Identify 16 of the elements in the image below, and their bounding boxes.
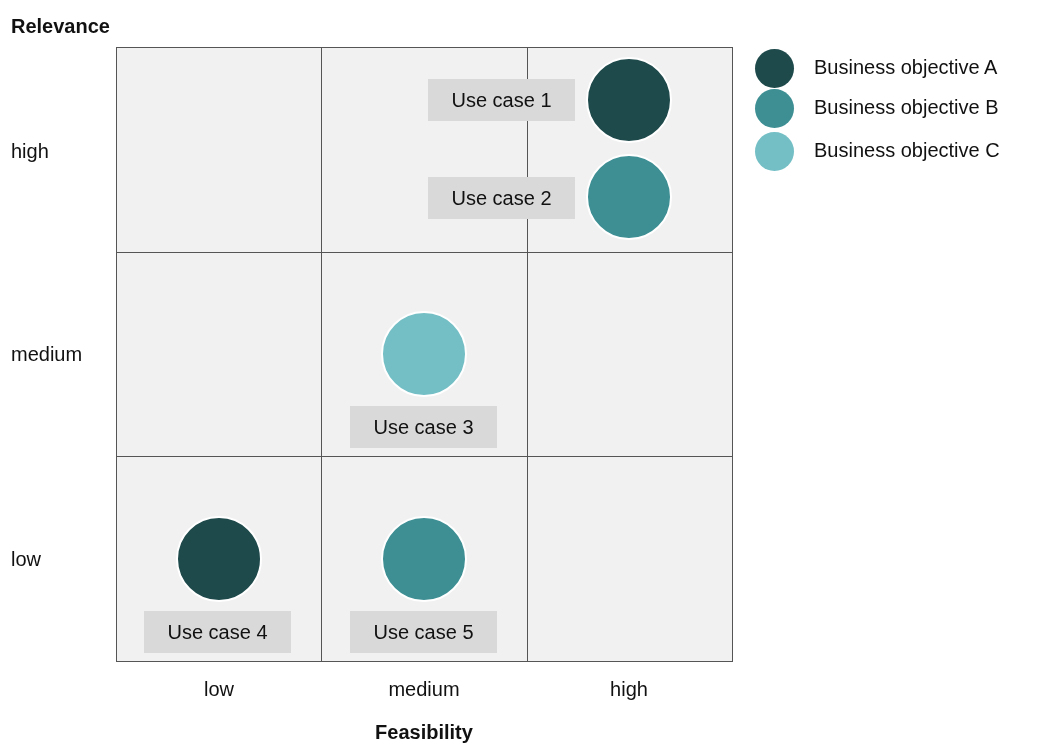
axis-label: low (11, 549, 41, 569)
axis-label: high (610, 679, 648, 699)
axis-label: medium (11, 344, 83, 364)
legend-label: Business objective C (814, 140, 1000, 160)
use-case-label: Use case 1 (428, 79, 575, 121)
use-case-label: Use case 2 (428, 177, 575, 219)
legend-label: Business objective B (814, 97, 999, 117)
axis-label: medium (388, 679, 460, 699)
use-case-label: Use case 4 (144, 611, 291, 653)
axis-title: Feasibility (375, 722, 473, 742)
use-case-label: Use case 3 (350, 406, 497, 448)
axis-label: low (204, 679, 234, 699)
axis-title: Relevance (11, 16, 110, 36)
axis-label: high (11, 141, 49, 161)
legend-label: Business objective A (814, 57, 998, 77)
use-case-label: Use case 5 (350, 611, 497, 653)
